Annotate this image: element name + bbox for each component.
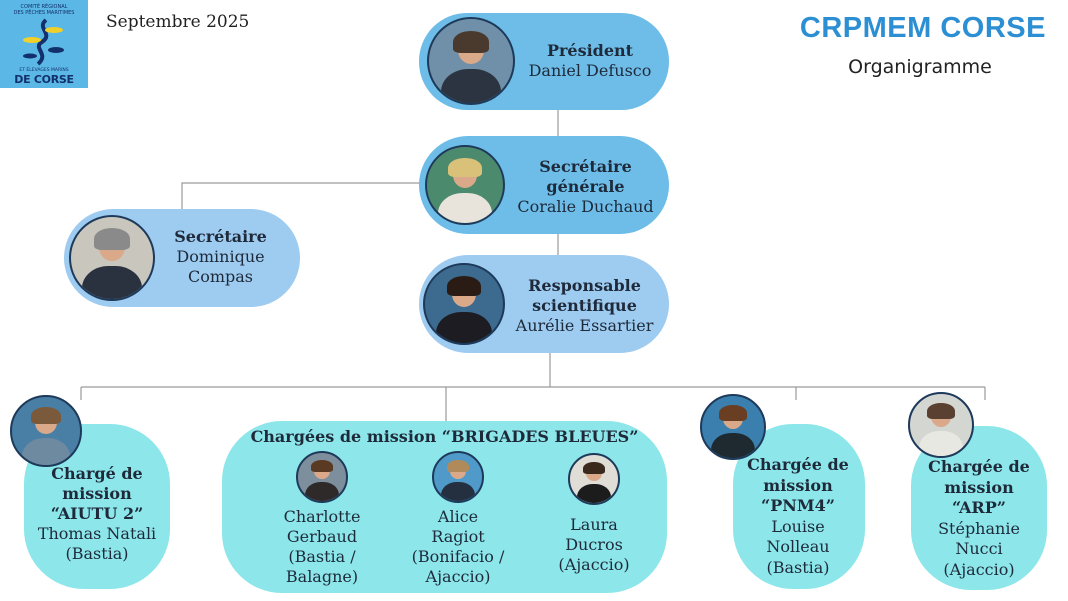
brigades-member-photo-3	[568, 453, 620, 505]
president-name: Daniel Defusco	[528, 61, 652, 80]
pnm4-photo	[700, 394, 766, 460]
logo-line-1: COMITÉ RÉGIONAL	[20, 4, 68, 10]
brigades-member-3-line-1: Laura	[570, 515, 618, 534]
secretaire-name-1: Dominique	[176, 247, 265, 266]
arp-photo	[908, 392, 974, 458]
logo-line-4: DE CORSE	[14, 73, 74, 86]
arp-title-1: Chargée de	[928, 457, 1030, 476]
responsable-scientifique-photo	[423, 263, 505, 345]
pnm4-name-1: Louise	[771, 516, 825, 536]
brigades-member-1-line-4: Balagne)	[285, 567, 359, 586]
brigades-bleues-title: Chargées de mission “BRIGADES BLEUES”	[250, 427, 639, 446]
secretaire-generale-name: Coralie Duchaud	[517, 197, 654, 216]
aiutu-title-2: mission	[62, 484, 132, 503]
secretaire-generale-title-2: générale	[546, 177, 625, 196]
secretaire-photo	[69, 215, 155, 301]
org-subtitle: Organigramme	[848, 56, 992, 78]
arp-title-2: mission	[944, 477, 1014, 497]
secretaire-title: Secrétaire	[174, 227, 267, 246]
secretaire-generale-title-1: Secrétaire	[539, 157, 632, 176]
org-title: CRPMEM CORSE	[799, 12, 1046, 44]
brigades-member-2: Alice Ragiot (Bonifacio / Ajaccio)	[398, 507, 518, 587]
arp-place: (Ajaccio)	[943, 559, 1015, 579]
brigades-member-3-line-2: Ducros	[565, 535, 623, 554]
fish-emblem-icon	[23, 18, 64, 66]
brigades-member-1-line-2: Gerbaud	[286, 527, 358, 546]
brigades-member-1-line-3: (Bastia /	[288, 547, 356, 566]
arp-name-1: Stéphanie	[938, 518, 1020, 538]
brigades-member-photo-2	[432, 451, 484, 503]
responsable-name: Aurélie Essartier	[515, 316, 654, 335]
brigades-bleues-node	[222, 421, 667, 593]
logo-line-3: ET ÉLEVAGES MARINS	[19, 68, 69, 73]
aiutu-photo	[10, 395, 82, 467]
arp-name-2: Nucci	[955, 539, 1003, 558]
pnm4-title-2: mission	[763, 475, 833, 495]
brigades-member-2-line-4: Ajaccio)	[425, 567, 491, 586]
logo-line-2: DES PÊCHES MARITIMES	[13, 10, 75, 16]
aiutu-title-1: Chargé de	[51, 464, 143, 483]
brigades-member-2-line-2: Ragiot	[431, 527, 485, 546]
secretaire-name-2: Compas	[187, 267, 254, 286]
pnm4-place: (Bastia)	[766, 557, 830, 577]
brigades-member-2-line-1: Alice	[437, 507, 479, 526]
brigades-member-photo-1	[296, 451, 348, 503]
crpmem-logo: COMITÉ RÉGIONAL DES PÊCHES MARITIMES ET …	[0, 0, 88, 88]
pnm4-name-2: Nolleau	[766, 537, 830, 556]
president-title: Président	[546, 41, 634, 60]
president-photo	[427, 17, 515, 105]
brigades-member-3: Laura Ducros (Ajaccio)	[534, 515, 654, 575]
arp-title-3: “ARP”	[952, 498, 1006, 517]
brigades-member-3-line-3: (Ajaccio)	[558, 555, 630, 574]
date-label: Septembre 2025	[106, 12, 250, 32]
aiutu-place: (Bastia)	[65, 544, 129, 563]
aiutu-name: Thomas Natali	[37, 524, 157, 543]
aiutu-title-3: “AIUTU 2”	[50, 504, 144, 523]
brigades-member-1-line-1: Charlotte	[283, 507, 361, 526]
secretaire-generale-photo	[425, 145, 505, 225]
brigades-member-1: Charlotte Gerbaud (Bastia / Balagne)	[262, 507, 382, 587]
brigades-member-2-line-3: (Bonifacio /	[411, 547, 505, 566]
pnm4-title-3: “PNM4”	[761, 496, 835, 515]
responsable-title-1: Responsable	[528, 276, 641, 295]
responsable-title-2: scientifique	[532, 296, 637, 315]
pnm4-title-1: Chargée de	[747, 455, 849, 474]
